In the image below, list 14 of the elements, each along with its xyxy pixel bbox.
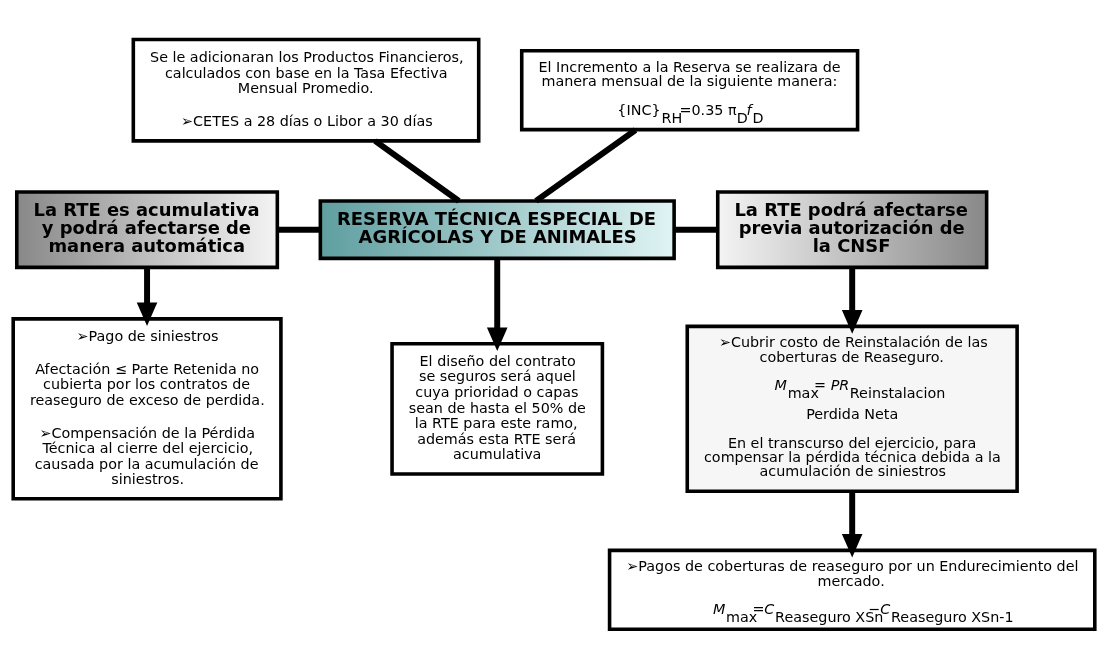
arrow [486, 258, 508, 351]
connector [534, 127, 638, 203]
connector [277, 226, 321, 233]
arrow [841, 490, 863, 558]
arrow [841, 267, 863, 334]
connector [674, 226, 718, 233]
node-box: ➢Pago de siniestros Afectación ≤ Parte Retenida no cubierta por los contratos de reaseguro de exceso de perdida. ➢Compensación de la Pérdida Técnica al cierre del ejercicio, causada por la acumulación de siniestros. [11, 316, 283, 501]
node-box: Se le adicionaran los Productos Financieros, calculados con base en la Tasa Efectiva Mensual Promedio. ➢CETES a 28 días o Libor a 30 días [131, 37, 481, 143]
connector [373, 137, 461, 203]
arrow [136, 267, 158, 326]
node-box: La RTE podrá afectarse previa autorización de la CNSF [715, 189, 989, 269]
node-box: La RTE es acumulativa y podrá afectarse de manera automática [15, 189, 280, 269]
node-box: RESERVA TÉCNICA ESPECIAL DE AGRÍCOLAS Y DE ANIMALES [318, 198, 676, 260]
node-box: El diseño del contrato se seguros será aquel cuya prioridad o capas sean de hasta el 50% de la RTE para este ramo, además esta RTE será acumulativa [390, 341, 605, 476]
